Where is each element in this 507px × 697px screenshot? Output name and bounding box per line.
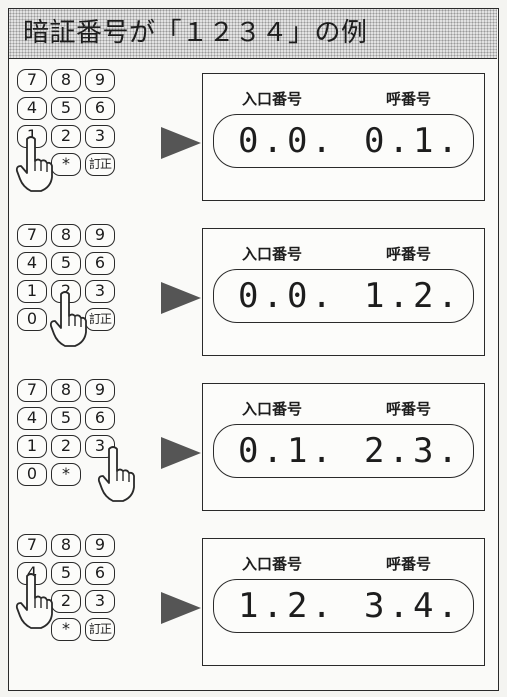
call-number-label: 呼番号	[386, 90, 432, 108]
key-3[interactable]: 3	[85, 590, 115, 613]
entry-number-value: 0.1.	[238, 431, 336, 471]
display-panel: 入口番号 呼番号 0.0. 1.2.	[202, 228, 485, 356]
title-bar: 暗証番号が「１２３４」の例	[9, 9, 497, 59]
key-3[interactable]: 3	[85, 435, 115, 458]
display-window: 0.0. 1.2.	[213, 269, 474, 323]
step-1: 7 8 9 4 5 6 1 2 3 * 訂正 入口番号 呼番号 0.0. 0.1…	[9, 67, 497, 215]
key-correction[interactable]: 訂正	[85, 153, 115, 176]
entry-number-label: 入口番号	[242, 400, 303, 418]
key-5[interactable]: 5	[51, 562, 81, 585]
key-6[interactable]: 6	[85, 97, 115, 120]
key-4[interactable]: 4	[17, 562, 47, 585]
example-frame: 暗証番号が「１２３４」の例 7 8 9 4 5 6 1 2 3 * 訂正 入口番…	[8, 8, 499, 691]
key-3[interactable]: 3	[85, 125, 115, 148]
key-7[interactable]: 7	[17, 534, 47, 557]
display-window: 1.2. 3.4.	[213, 579, 474, 633]
key-8[interactable]: 8	[51, 69, 81, 92]
display-window: 0.0. 0.1.	[213, 114, 474, 168]
key-7[interactable]: 7	[17, 379, 47, 402]
display-panel: 入口番号 呼番号 0.0. 0.1.	[202, 73, 485, 201]
call-number-value: 0.1.	[364, 121, 462, 161]
step-4: 7 8 9 4 5 6 2 3 * 訂正 入口番号 呼番号 1.2. 3.4.	[9, 532, 497, 680]
key-7[interactable]: 7	[17, 224, 47, 247]
arrow-right-icon	[161, 282, 201, 314]
key-9[interactable]: 9	[85, 379, 115, 402]
step-3: 7 8 9 4 5 6 1 2 3 0 * 入口番号 呼番号 0.1. 2.3.	[9, 377, 497, 525]
display-window: 0.1. 2.3.	[213, 424, 474, 478]
page-title: 暗証番号が「１２３４」の例	[23, 18, 368, 48]
key-7[interactable]: 7	[17, 69, 47, 92]
entry-number-label: 入口番号	[242, 245, 303, 263]
arrow-right-icon	[161, 592, 201, 624]
arrow-right-icon	[161, 127, 201, 159]
display-panel: 入口番号 呼番号 0.1. 2.3.	[202, 383, 485, 511]
key-5[interactable]: 5	[51, 407, 81, 430]
key-4[interactable]: 4	[17, 407, 47, 430]
key-correction[interactable]: 訂正	[85, 308, 115, 331]
key-8[interactable]: 8	[51, 534, 81, 557]
call-number-value: 2.3.	[364, 431, 462, 471]
key-star[interactable]: *	[51, 463, 81, 486]
key-0[interactable]: 0	[17, 463, 47, 486]
key-correction[interactable]: 訂正	[85, 618, 115, 641]
key-6[interactable]: 6	[85, 252, 115, 275]
call-number-label: 呼番号	[386, 245, 432, 263]
key-9[interactable]: 9	[85, 224, 115, 247]
key-2[interactable]: 2	[51, 280, 81, 303]
entry-number-label: 入口番号	[242, 90, 303, 108]
key-8[interactable]: 8	[51, 379, 81, 402]
call-number-value: 1.2.	[364, 276, 462, 316]
key-2[interactable]: 2	[51, 590, 81, 613]
entry-number-value: 0.0.	[238, 276, 336, 316]
key-1[interactable]: 1	[17, 280, 47, 303]
entry-number-value: 1.2.	[238, 586, 336, 626]
key-6[interactable]: 6	[85, 562, 115, 585]
key-8[interactable]: 8	[51, 224, 81, 247]
call-number-label: 呼番号	[386, 555, 432, 573]
key-2[interactable]: 2	[51, 435, 81, 458]
entry-number-value: 0.0.	[238, 121, 336, 161]
key-star[interactable]: *	[51, 153, 81, 176]
key-1[interactable]: 1	[17, 125, 47, 148]
key-5[interactable]: 5	[51, 97, 81, 120]
key-6[interactable]: 6	[85, 407, 115, 430]
arrow-right-icon	[161, 437, 201, 469]
key-3[interactable]: 3	[85, 280, 115, 303]
key-4[interactable]: 4	[17, 252, 47, 275]
key-5[interactable]: 5	[51, 252, 81, 275]
key-star[interactable]: *	[51, 618, 81, 641]
key-9[interactable]: 9	[85, 534, 115, 557]
display-panel: 入口番号 呼番号 1.2. 3.4.	[202, 538, 485, 666]
key-1[interactable]: 1	[17, 435, 47, 458]
key-4[interactable]: 4	[17, 97, 47, 120]
key-9[interactable]: 9	[85, 69, 115, 92]
step-2: 7 8 9 4 5 6 1 2 3 0 訂正 入口番号 呼番号 0.0. 1.2…	[9, 222, 497, 370]
entry-number-label: 入口番号	[242, 555, 303, 573]
call-number-label: 呼番号	[386, 400, 432, 418]
key-0[interactable]: 0	[17, 308, 47, 331]
call-number-value: 3.4.	[364, 586, 462, 626]
key-2[interactable]: 2	[51, 125, 81, 148]
